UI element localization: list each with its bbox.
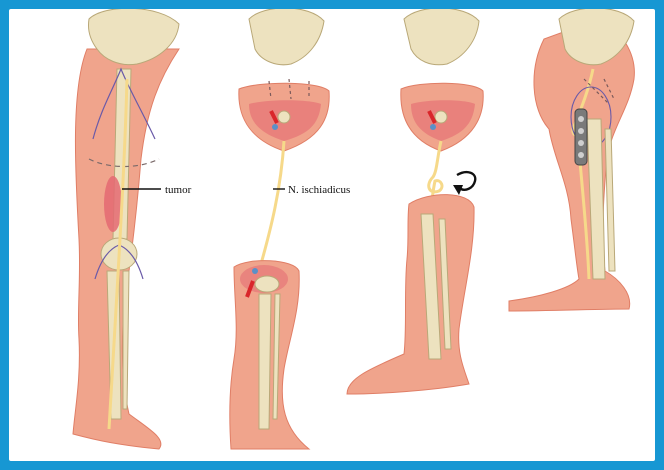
panel-4-fibula: [605, 129, 615, 271]
panel-3: [347, 9, 483, 394]
panel-2-femur-end: [278, 111, 290, 123]
plate-screw: [578, 152, 584, 158]
panel-2: N. ischiadicus: [230, 9, 351, 449]
plate-screw: [578, 140, 584, 146]
panel-3-pelvis: [404, 9, 479, 65]
illustration-frame: tumor N. ischiadicus: [9, 9, 655, 461]
panel-4: [509, 9, 634, 311]
surgery-diagram: tumor N. ischiadicus: [9, 9, 655, 461]
panel-3-vein: [430, 124, 436, 130]
panel-2-tibia-end: [255, 276, 279, 292]
panel-3-femur-end: [435, 111, 447, 123]
panel-1: tumor: [73, 9, 192, 449]
panel-2-vein-upper: [272, 124, 278, 130]
nerve-label: N. ischiadicus: [288, 184, 350, 196]
panel-2-vein-lower: [252, 268, 258, 274]
panel-2-pelvis: [249, 9, 324, 65]
plate-screw: [578, 128, 584, 134]
plate-screw: [578, 116, 584, 122]
panel-3-lower-leg-skin: [347, 195, 474, 394]
panel-4-body-skin: [509, 19, 634, 311]
panel-1-fibula: [123, 271, 129, 409]
panel-2-nerve: [259, 141, 284, 271]
panel-2-tibia: [259, 294, 271, 429]
tumor-label: tumor: [165, 184, 192, 196]
